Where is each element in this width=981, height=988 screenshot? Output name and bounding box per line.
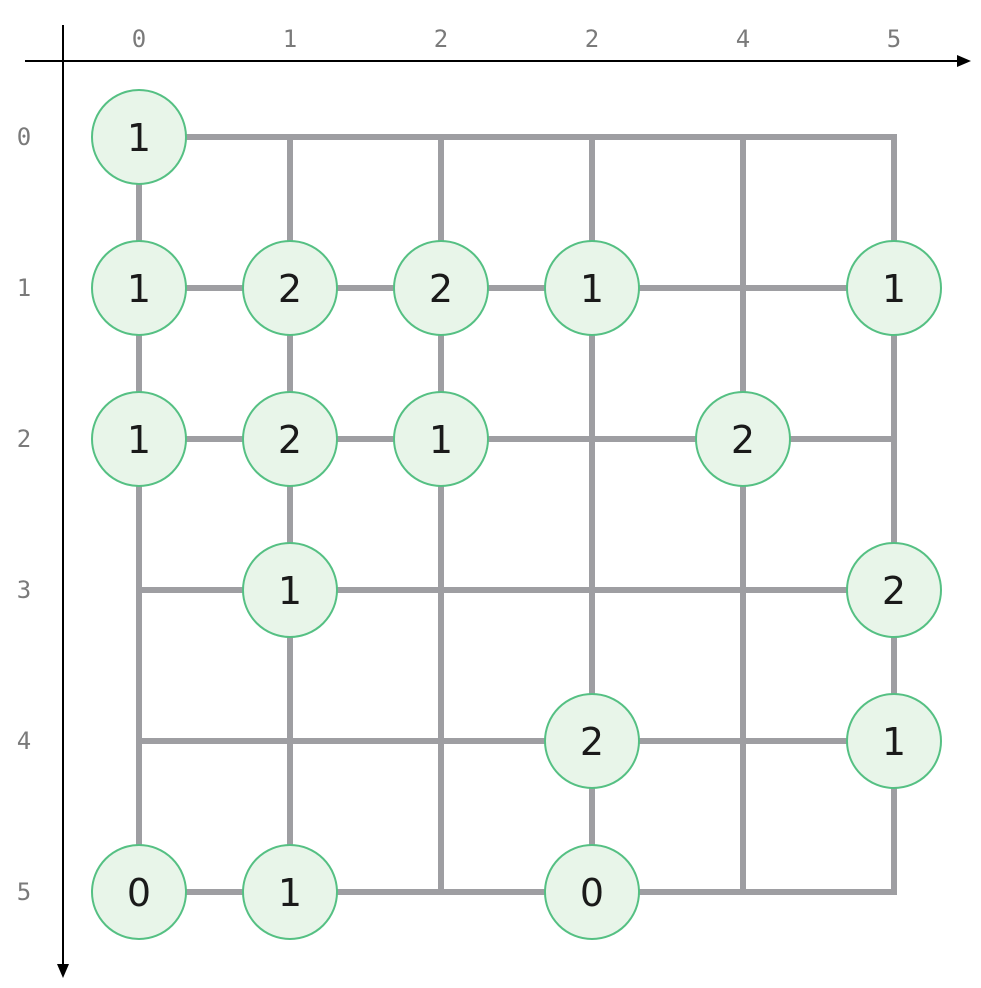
row-label: 4	[17, 727, 31, 755]
node-circle	[846, 542, 942, 638]
node-circle	[695, 391, 791, 487]
grid-node: 1	[91, 240, 187, 336]
node-circle	[544, 240, 640, 336]
grid-node: 0	[91, 844, 187, 940]
grid-node: 2	[242, 240, 338, 336]
node-value: 2	[580, 720, 604, 764]
grid-node: 2	[846, 542, 942, 638]
grid-node: 2	[544, 693, 640, 789]
row-labels: 0 1 2 3 4 5	[17, 123, 31, 906]
row-label: 1	[17, 274, 31, 302]
node-circle	[544, 693, 640, 789]
grid-node: 1	[846, 693, 942, 789]
node-value: 1	[580, 267, 604, 311]
column-label: 1	[283, 25, 297, 53]
column-label: 0	[132, 25, 146, 53]
node-circle	[91, 89, 187, 185]
node-circle	[91, 844, 187, 940]
node-circle	[846, 240, 942, 336]
column-label: 2	[585, 25, 599, 53]
column-label: 4	[736, 25, 750, 53]
node-circle	[393, 240, 489, 336]
node-circle	[846, 693, 942, 789]
node-circle	[393, 391, 489, 487]
grid-node: 1	[242, 542, 338, 638]
node-value: 1	[278, 871, 302, 915]
node-circle	[242, 240, 338, 336]
row-label: 0	[17, 123, 31, 151]
column-label: 2	[434, 25, 448, 53]
row-label: 2	[17, 425, 31, 453]
node-value: 0	[580, 871, 604, 915]
grid-node: 0	[544, 844, 640, 940]
node-circle	[91, 391, 187, 487]
grid-node: 1	[544, 240, 640, 336]
grid-node: 1	[242, 844, 338, 940]
node-value: 1	[278, 569, 302, 613]
node-value: 2	[278, 267, 302, 311]
node-circle	[242, 844, 338, 940]
row-label: 3	[17, 576, 31, 604]
x-axis-arrowhead	[957, 55, 971, 67]
node-value: 2	[882, 569, 906, 613]
column-label: 5	[887, 25, 901, 53]
grid-node: 2	[393, 240, 489, 336]
node-value: 1	[882, 267, 906, 311]
node-value: 2	[731, 418, 755, 462]
grid-node: 2	[242, 391, 338, 487]
grid-node: 1	[846, 240, 942, 336]
node-value: 1	[127, 418, 151, 462]
grid-edges	[136, 134, 897, 895]
node-value: 2	[278, 418, 302, 462]
axes	[25, 25, 971, 978]
grid-node: 1	[393, 391, 489, 487]
node-value: 1	[429, 418, 453, 462]
node-value: 0	[127, 871, 151, 915]
node-circle	[242, 391, 338, 487]
row-label: 5	[17, 878, 31, 906]
node-value: 1	[127, 267, 151, 311]
grid-nodes: 1 1 2 2 1 1 1 2 1 2 1 2 2 1 0 1 0	[91, 89, 942, 940]
node-circle	[91, 240, 187, 336]
node-circle	[544, 844, 640, 940]
y-axis-arrowhead	[57, 964, 69, 978]
node-value: 1	[882, 720, 906, 764]
node-value: 1	[127, 116, 151, 160]
node-value: 2	[429, 267, 453, 311]
node-circle	[242, 542, 338, 638]
grid-node: 1	[91, 391, 187, 487]
column-labels: 0 1 2 2 4 5	[132, 25, 901, 53]
grid-node: 2	[695, 391, 791, 487]
grid-node: 1	[91, 89, 187, 185]
